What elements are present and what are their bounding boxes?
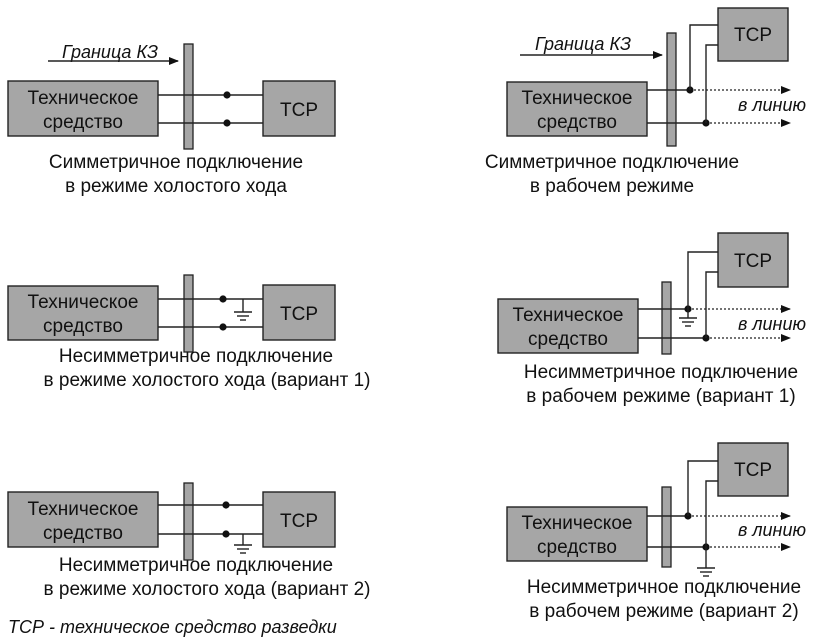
device-label-line1: Техническое: [28, 499, 139, 520]
to-line-label: в линию: [738, 95, 806, 115]
caption-line2: в рабочем режиме (вариант 2): [529, 601, 798, 622]
caption-line1: Симметричное подключение: [485, 152, 739, 173]
technical-device-box: [497, 298, 639, 354]
to-line-label: в линию: [738, 520, 806, 540]
tap-dot: [222, 530, 230, 538]
boundary-label: Граница КЗ: [535, 34, 631, 54]
tsr-lead-1: [687, 251, 718, 309]
device-label-line2: средство: [537, 537, 617, 558]
tsr-label: ТСР: [734, 460, 772, 481]
kz-boundary-bar: [183, 274, 194, 353]
caption-line2: в рабочем режиме: [530, 176, 694, 197]
device-label-line2: средство: [537, 112, 617, 133]
caption-line1: Несимметричное подключение: [59, 346, 333, 367]
tap-dot: [223, 91, 231, 99]
technical-device-box: [506, 506, 648, 562]
tsr-box: [717, 7, 789, 62]
kz-boundary-bar: [661, 281, 672, 355]
tsr-label: ТСР: [280, 511, 318, 532]
device-label-line2: средство: [528, 329, 608, 350]
device-label-line1: Техническое: [28, 292, 139, 313]
ground-icon: [234, 544, 252, 554]
boundary-label: Граница КЗ: [62, 42, 158, 62]
diagram-asymmetric-idle-v1: Техническое средство ТСР Несимметричное …: [7, 274, 371, 391]
device-label-line1: Техническое: [513, 305, 624, 326]
tsr-box: [262, 284, 336, 341]
tsr-label: ТСР: [280, 100, 318, 121]
tsr-label: ТСР: [734, 251, 772, 272]
technical-device-box: [506, 81, 648, 137]
caption-line1: Симметричное подключение: [49, 152, 303, 173]
ground-icon: [234, 311, 252, 321]
tap-dot: [219, 323, 227, 331]
technical-device-box: [7, 491, 159, 548]
tap-dot: [219, 295, 227, 303]
footnote: ТСР - техническое средство разведки: [8, 617, 337, 637]
tsr-label: ТСР: [280, 304, 318, 325]
tsr-lead-2: [705, 44, 718, 123]
device-label-line2: средство: [43, 316, 123, 337]
caption-line1: Несимметричное подключение: [527, 577, 801, 598]
tsr-lead-2: [705, 480, 718, 547]
diagram-symmetric-working: Граница КЗ Техническое средство ТСР в ли…: [485, 7, 806, 197]
device-label-line1: Техническое: [522, 513, 633, 534]
technical-device-box: [7, 285, 159, 341]
to-line-label: в линию: [738, 314, 806, 334]
kz-boundary-bar: [183, 482, 194, 561]
tsr-box: [717, 442, 789, 497]
caption-line2: в режиме холостого хода (вариант 2): [44, 579, 371, 600]
caption-line2: в режиме холостого хода: [65, 176, 287, 197]
kz-boundary-bar: [661, 486, 672, 568]
tsr-lead-1: [689, 24, 718, 90]
ground-icon: [697, 567, 715, 577]
ground-icon: [679, 317, 697, 327]
tsr-lead-2: [705, 271, 718, 338]
caption-line1: Несимметричное подключение: [524, 362, 798, 383]
diagram-asymmetric-idle-v2: Техническое средство ТСР Несимметричное …: [7, 482, 371, 600]
device-label-line1: Техническое: [522, 88, 633, 109]
diagram-asymmetric-working-v1: Техническое средство ТСР в линию Несимме…: [497, 232, 806, 407]
kz-boundary-bar: [183, 43, 194, 150]
device-label-line2: средство: [43, 523, 123, 544]
tsr-box: [717, 232, 789, 288]
caption-line2: в рабочем режиме (вариант 1): [526, 386, 795, 407]
tap-dot: [223, 119, 231, 127]
diagram-asymmetric-working-v2: Техническое средство ТСР в линию Несимме…: [506, 442, 806, 622]
caption-line1: Несимметричное подключение: [59, 555, 333, 576]
caption-line2: в режиме холостого хода (вариант 1): [44, 370, 371, 391]
diagram-symmetric-idle: Граница КЗ Техническое средство ТСР Симм…: [7, 42, 336, 197]
technical-device-box: [7, 80, 159, 137]
tsr-label: ТСР: [734, 25, 772, 46]
tsr-lead-1: [687, 460, 718, 516]
tsr-box: [262, 80, 336, 137]
tap-dot: [222, 501, 230, 509]
device-label-line1: Техническое: [28, 88, 139, 109]
device-label-line2: средство: [43, 112, 123, 133]
tsr-box: [262, 491, 336, 548]
